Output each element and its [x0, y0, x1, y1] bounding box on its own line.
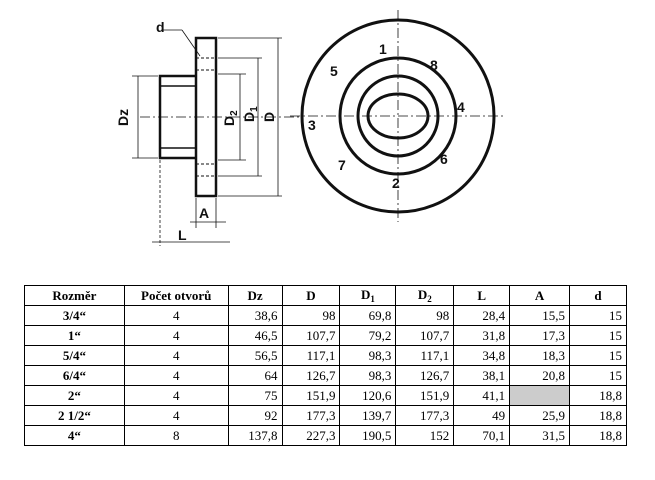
hole-number-1: 1	[379, 41, 387, 57]
cell-d-small: 18,8	[569, 385, 627, 406]
cell-holes: 4	[123, 385, 229, 406]
label-a: A	[199, 205, 209, 221]
cell-holes: 4	[123, 325, 229, 346]
label-d: d	[156, 19, 165, 35]
cell-a: 31,5	[509, 425, 571, 446]
cell-l: 70,1	[453, 425, 511, 446]
cell-a: 20,8	[509, 365, 571, 386]
label-dz: Dz	[115, 109, 131, 126]
cell-a: 17,3	[509, 325, 571, 346]
cell-dz: 64	[227, 365, 283, 386]
hole-number-2: 2	[392, 175, 400, 191]
flange-side-view	[132, 29, 300, 246]
cell-size: 3/4“	[24, 305, 125, 326]
hole-number-4: 4	[457, 99, 465, 115]
cell-d: 107,7	[281, 325, 341, 346]
label-l: L	[178, 227, 187, 243]
cell-d2: 98	[395, 305, 455, 326]
cell-d: 126,7	[281, 365, 341, 386]
table-header-row: Rozměr Počet otvorů Dz D D1 D2 L A d	[24, 285, 627, 306]
cell-l: 34,8	[453, 345, 511, 366]
cell-l: 49	[453, 405, 511, 426]
col-header-a: A	[509, 285, 571, 306]
cell-d-small: 15	[569, 325, 627, 346]
cell-size: 5/4“	[24, 345, 125, 366]
cell-dz: 92	[227, 405, 283, 426]
label-d2: D2	[221, 110, 240, 126]
cell-d: 227,3	[281, 425, 341, 446]
col-header-d1: D1	[339, 285, 397, 306]
label-d1: D1	[241, 106, 260, 122]
cell-dz: 56,5	[227, 345, 283, 366]
col-header-dz: Dz	[227, 285, 283, 306]
cell-d-small: 15	[569, 305, 627, 326]
table-row: 3/4“ 4 38,6 98 69,8 98 28,4 15,5 15	[24, 305, 627, 326]
cell-d: 151,9	[281, 385, 341, 406]
cell-l: 31,8	[453, 325, 511, 346]
cell-d-small: 18,8	[569, 425, 627, 446]
cell-size: 2“	[24, 385, 125, 406]
cell-d-small: 15	[569, 365, 627, 386]
cell-d: 98	[281, 305, 341, 326]
table-row: 2“ 4 75 151,9 120,6 151,9 41,1 18,8	[24, 385, 627, 406]
col-header-l: L	[453, 285, 511, 306]
cell-d2: 177,3	[395, 405, 455, 426]
flange-dimension-table: Rozměr Počet otvorů Dz D D1 D2 L A d 3/4…	[24, 285, 627, 446]
cell-a: 25,9	[509, 405, 571, 426]
cell-dz: 137,8	[227, 425, 283, 446]
cell-holes: 8	[123, 425, 229, 446]
cell-d1: 98,3	[339, 345, 397, 366]
cell-d-small: 18,8	[569, 405, 627, 426]
col-header-d: D	[281, 285, 341, 306]
col-header-pocet-otvoru: Počet otvorů	[123, 285, 229, 306]
cell-dz: 38,6	[227, 305, 283, 326]
hole-number-5: 5	[330, 63, 338, 79]
cell-size: 6/4“	[24, 365, 125, 386]
table-row: 6/4“ 4 64 126,7 98,3 126,7 38,1 20,8 15	[24, 365, 627, 386]
cell-holes: 4	[123, 305, 229, 326]
col-header-d-small: d	[569, 285, 627, 306]
col-header-d2: D2	[395, 285, 455, 306]
cell-d1: 190,5	[339, 425, 397, 446]
cell-dz: 46,5	[227, 325, 283, 346]
table-row: 1“ 4 46,5 107,7 79,2 107,7 31,8 17,3 15	[24, 325, 627, 346]
label-d-outer: D	[261, 112, 277, 122]
col-header-rozmer: Rozměr	[24, 285, 125, 306]
table-row: 5/4“ 4 56,5 117,1 98,3 117,1 34,8 18,3 1…	[24, 345, 627, 366]
cell-d: 177,3	[281, 405, 341, 426]
cell-holes: 4	[123, 365, 229, 386]
cell-a: 15,5	[509, 305, 571, 326]
hole-number-7: 7	[338, 157, 346, 173]
cell-d1: 139,7	[339, 405, 397, 426]
cell-d2: 152	[395, 425, 455, 446]
flange-technical-drawing: d Dz D2 D1 D A L 1 2 3 4 5 6 7 8	[115, 10, 506, 246]
cell-a: 18,3	[509, 345, 571, 366]
cell-holes: 4	[123, 345, 229, 366]
cell-d2: 117,1	[395, 345, 455, 366]
table-row: 2 1/2“ 4 92 177,3 139,7 177,3 49 25,9 18…	[24, 405, 627, 426]
table-row: 4“ 8 137,8 227,3 190,5 152 70,1 31,5 18,…	[24, 425, 627, 446]
cell-a-empty	[509, 385, 571, 406]
flange-front-view	[290, 10, 506, 222]
cell-l: 28,4	[453, 305, 511, 326]
cell-size: 1“	[24, 325, 125, 346]
cell-dz: 75	[227, 385, 283, 406]
hole-number-8: 8	[430, 57, 438, 73]
cell-d2: 151,9	[395, 385, 455, 406]
cell-d1: 69,8	[339, 305, 397, 326]
cell-size: 2 1/2“	[24, 405, 125, 426]
cell-d1: 120,6	[339, 385, 397, 406]
cell-d: 117,1	[281, 345, 341, 366]
cell-d2: 126,7	[395, 365, 455, 386]
hole-number-3: 3	[308, 117, 316, 133]
cell-l: 41,1	[453, 385, 511, 406]
cell-d1: 98,3	[339, 365, 397, 386]
cell-l: 38,1	[453, 365, 511, 386]
cell-d1: 79,2	[339, 325, 397, 346]
hole-number-6: 6	[440, 151, 448, 167]
cell-d-small: 15	[569, 345, 627, 366]
cell-holes: 4	[123, 405, 229, 426]
cell-d2: 107,7	[395, 325, 455, 346]
cell-size: 4“	[24, 425, 125, 446]
